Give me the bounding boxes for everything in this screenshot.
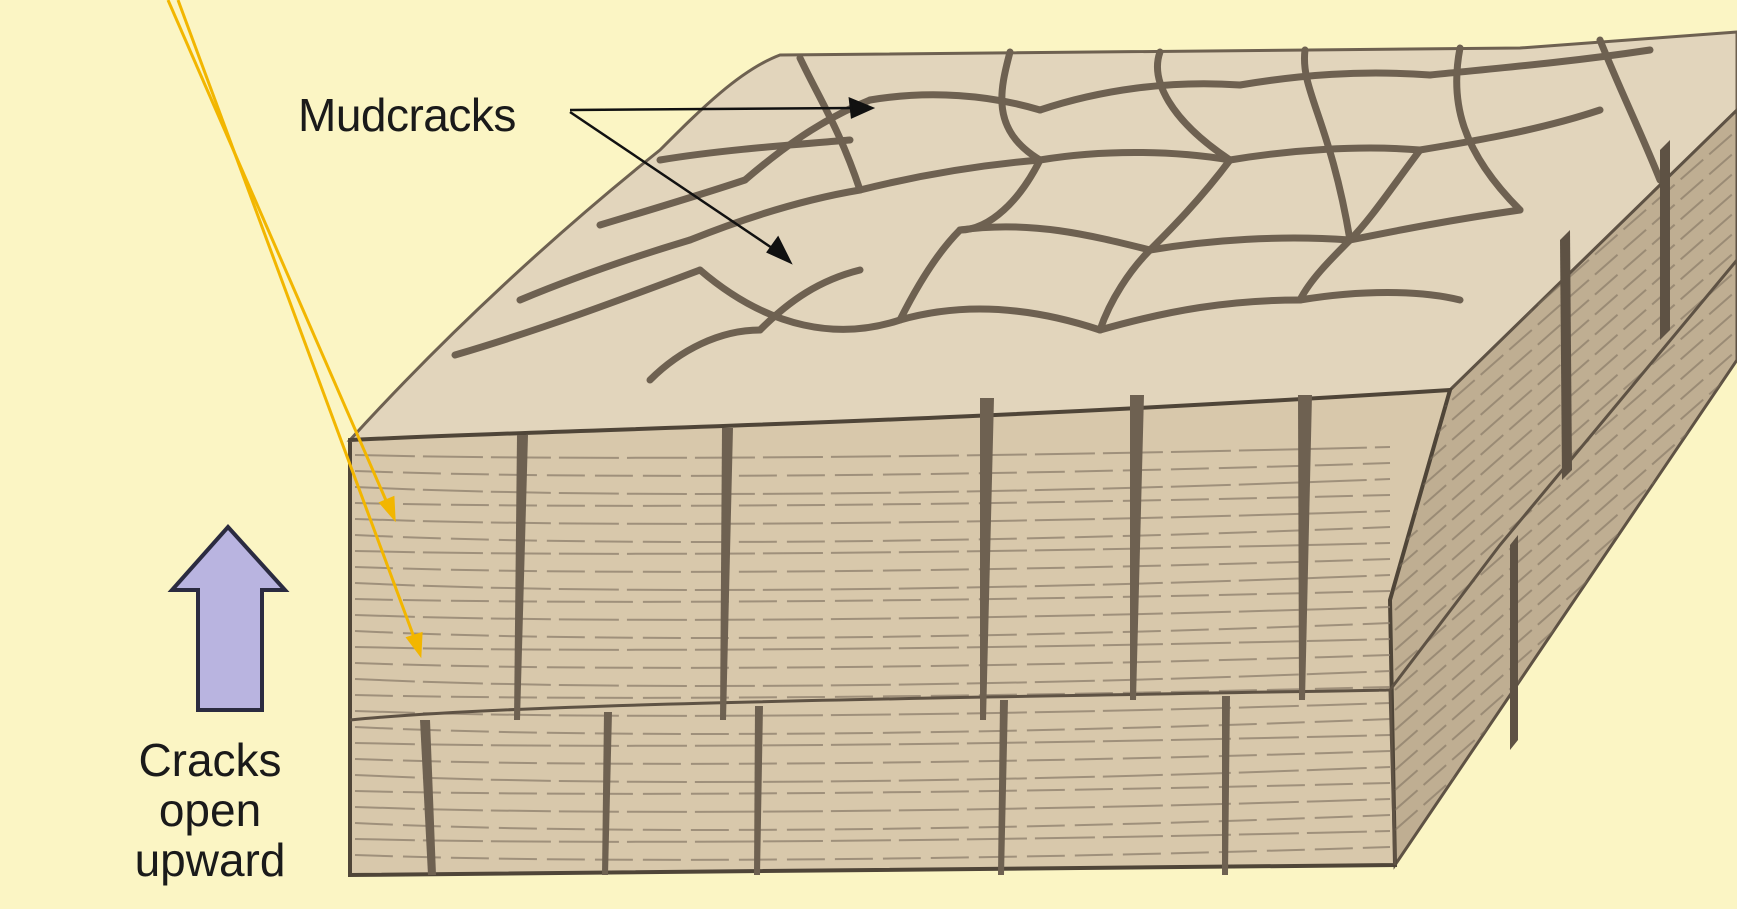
cracks-label-line-2: open <box>110 785 310 835</box>
up-arrow-icon <box>172 527 285 710</box>
cracks-label-line-1: Cracks <box>110 735 310 785</box>
mudcracks-label: Mudcracks <box>298 92 516 138</box>
cracks-open-upward-label: Cracks open upward <box>110 735 310 885</box>
cracks-label-line-3: upward <box>110 835 310 885</box>
